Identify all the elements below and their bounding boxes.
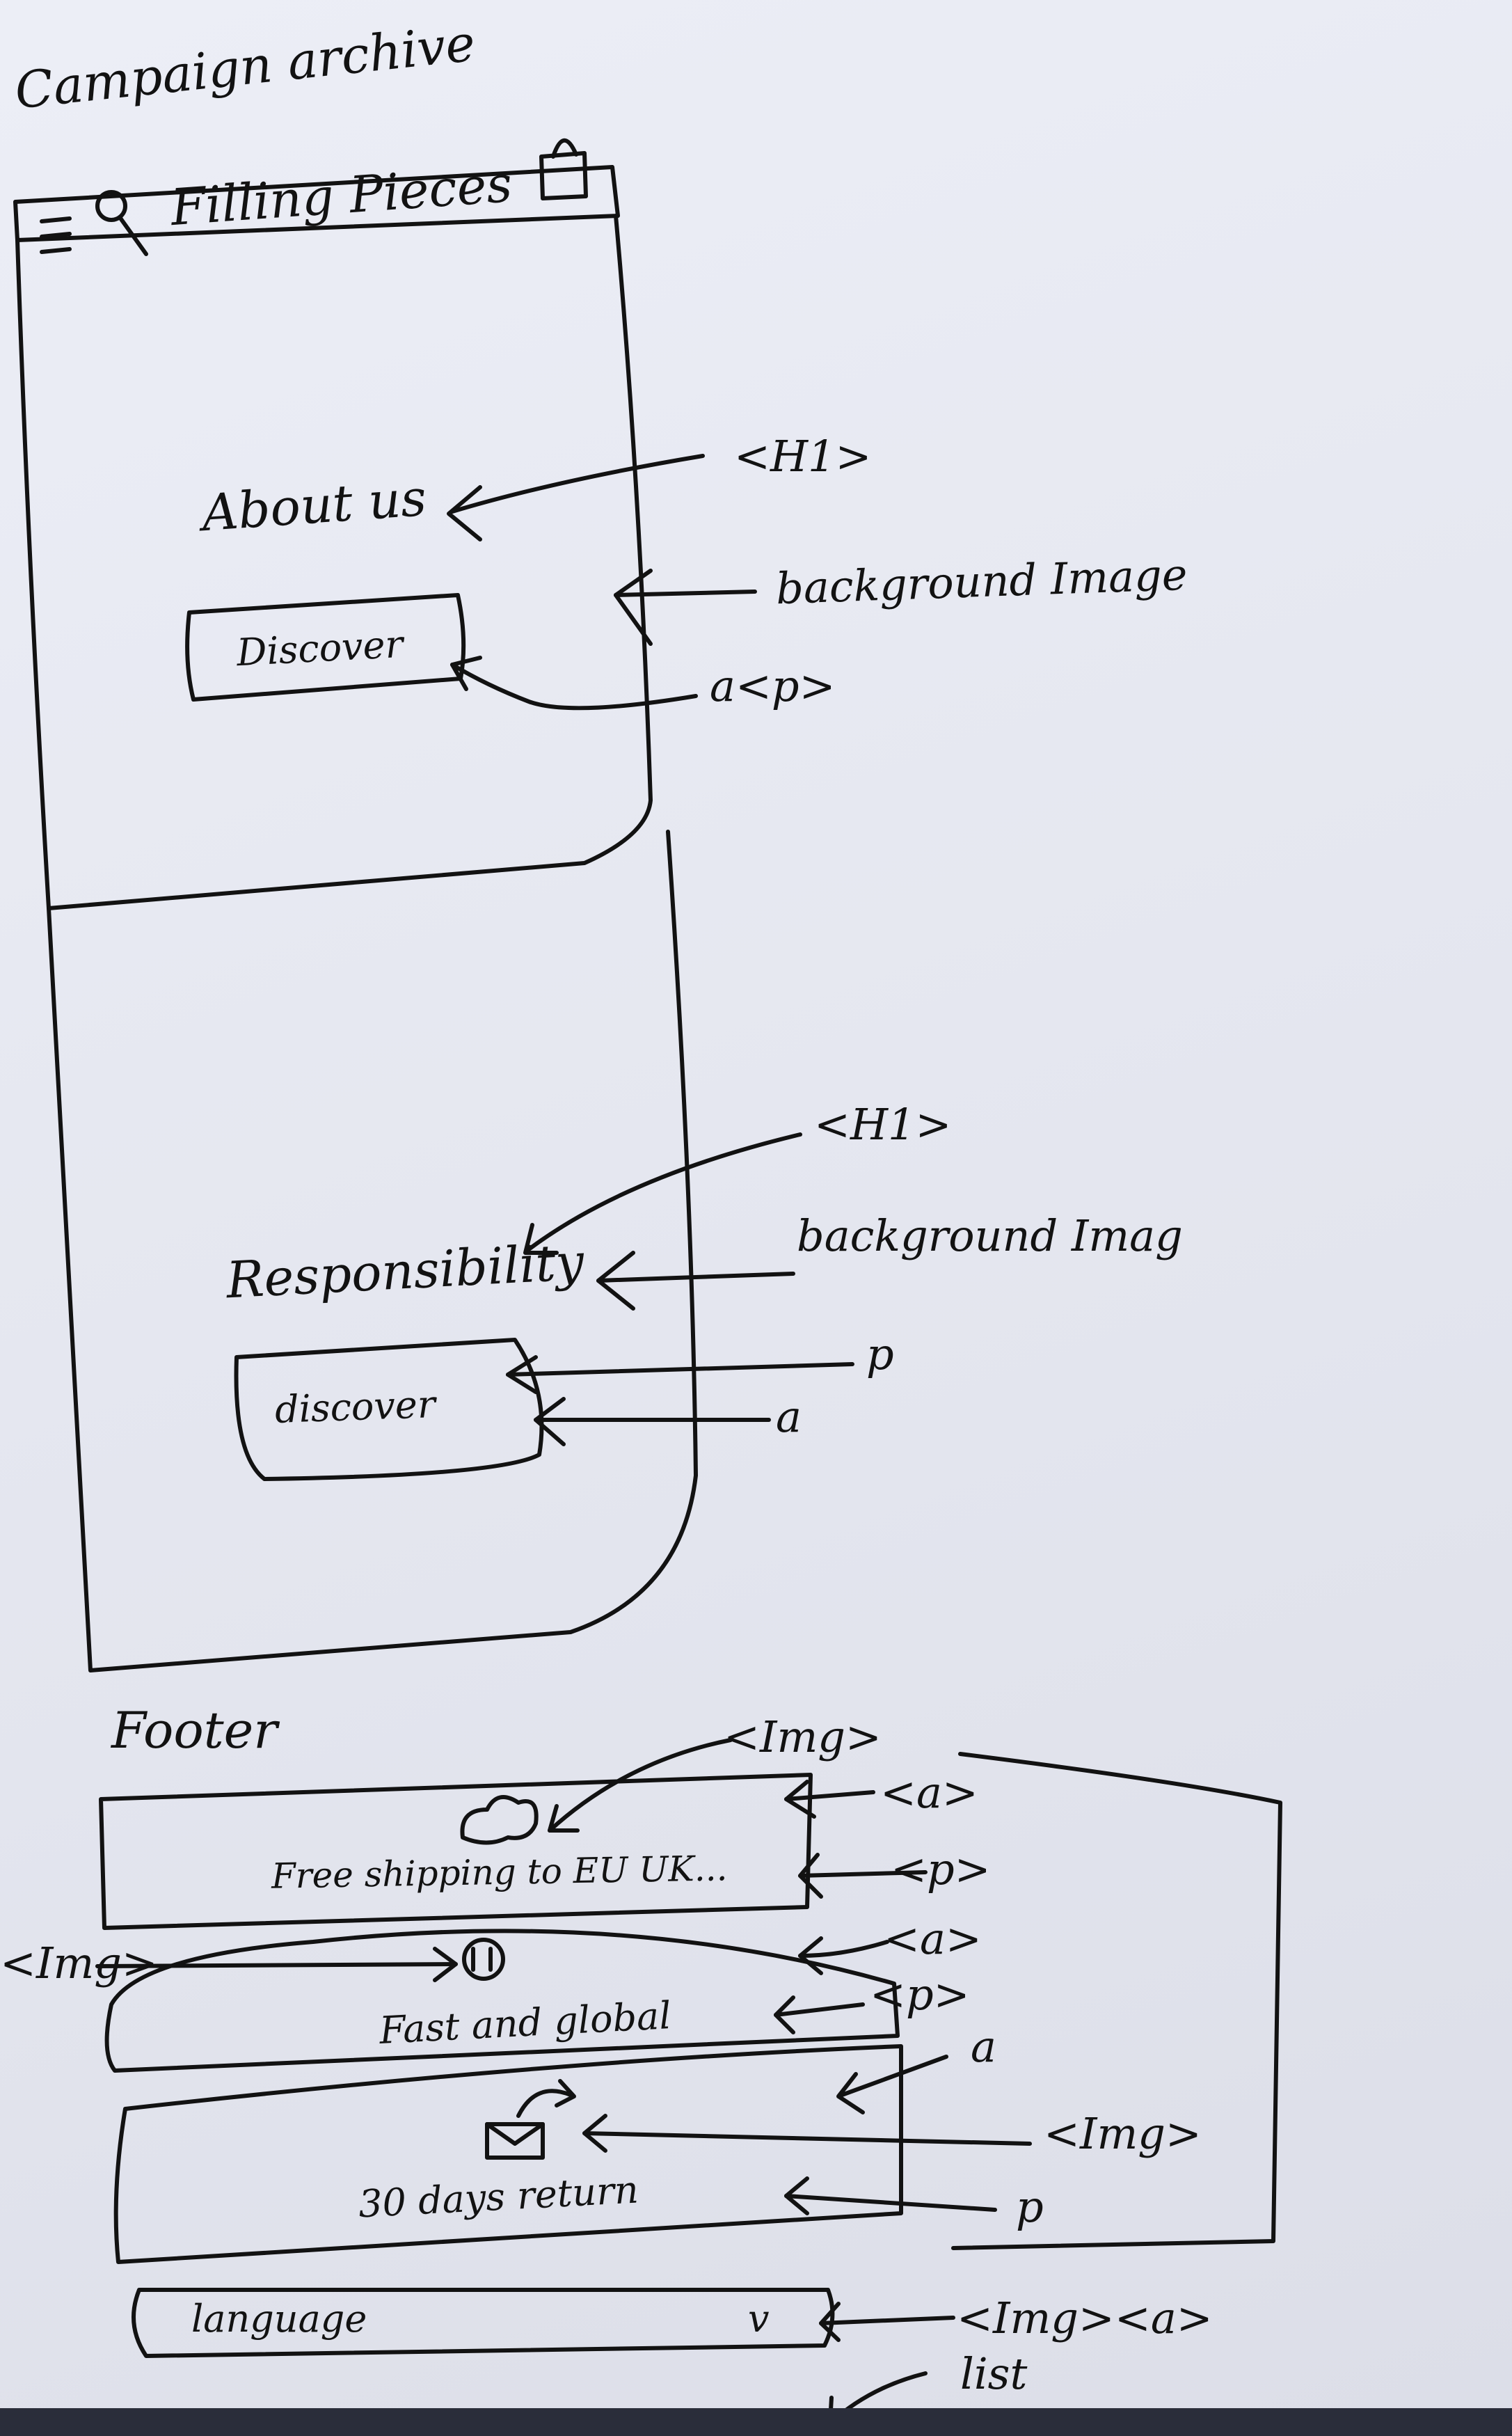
annotation-p-2: <p> [870, 1969, 970, 2020]
footer-outline [951, 1752, 1282, 2250]
footer-item-1-text[interactable]: Free shipping to EU UK... [271, 1848, 728, 1897]
annotation-img-2: <Img> [0, 1938, 158, 1988]
arrow-h1-resp [527, 1132, 802, 1251]
annotation-p-3: p [1016, 2181, 1044, 2232]
annotation-h1-b: <H1> [814, 1099, 952, 1150]
annotation-p-1: <p> [891, 1844, 991, 1895]
language-select-label[interactable]: language [191, 2297, 367, 2341]
hero2-frame [47, 830, 698, 1672]
annotation-bg-b: background Imag [797, 1210, 1183, 1261]
arrow-bg-1 [614, 590, 757, 597]
hero1-heading: About us [200, 468, 429, 543]
arrow-img-1 [548, 1738, 733, 1833]
annotation-p-b: p [866, 1329, 894, 1379]
menu-icon [40, 216, 72, 254]
annotation-a-1: <a> [880, 1767, 978, 1818]
return-box-icon-shape [485, 2079, 576, 2160]
arrow-a-1 [784, 1790, 875, 1801]
hero2-button-outline [234, 1338, 544, 1481]
search-icon [95, 190, 148, 256]
arrow-p-2b [774, 2002, 865, 2017]
cloud-icon-shape [460, 1795, 539, 1845]
chevron-down-icon[interactable]: v [748, 2297, 770, 2341]
arrow-ap-1 [450, 663, 698, 711]
annotation-img-1: <Img> [724, 1711, 882, 1762]
desk-edge [0, 2408, 1512, 2436]
annotation-a-3: a [971, 2021, 996, 2072]
language-box-outline [132, 2288, 835, 2358]
arrow-p-3 [784, 2194, 997, 2212]
hero1-frame [15, 214, 653, 910]
annotation-a-2: <a> [884, 1913, 982, 1964]
arrow-img-3 [582, 2131, 1032, 2146]
hero1-button[interactable]: Discover [235, 622, 404, 675]
arrow-bg-2 [596, 1272, 795, 1283]
arrow-a-3 [840, 2055, 948, 2097]
annotation-img-3: <Img> [1044, 2108, 1202, 2159]
annotation-a-b: a [776, 1391, 802, 1442]
arrow-img-2 [95, 1962, 458, 1968]
arrow-a-2b [798, 1940, 889, 1958]
footer-item3-outline [113, 2044, 903, 2264]
globe-icon-shape [462, 1938, 505, 1981]
arrow-p-1 [798, 1870, 928, 1878]
annotation-h1-a: <H1> [734, 431, 872, 482]
footer-item1-outline [99, 1773, 813, 1930]
annotation-link-a: a<p> [710, 661, 836, 711]
arrow-p-2 [506, 1362, 854, 1377]
annotation-lang: <Img><a> [957, 2293, 1213, 2343]
footer-title: Footer [111, 1701, 278, 1759]
user-icon [539, 138, 588, 200]
arrow-lang [819, 2316, 955, 2325]
footer-item2-outline [104, 1929, 900, 2073]
hero2-button[interactable]: discover [273, 1382, 436, 1432]
annotation-list: list [960, 2348, 1028, 2399]
arrow-h1-about [450, 454, 705, 514]
